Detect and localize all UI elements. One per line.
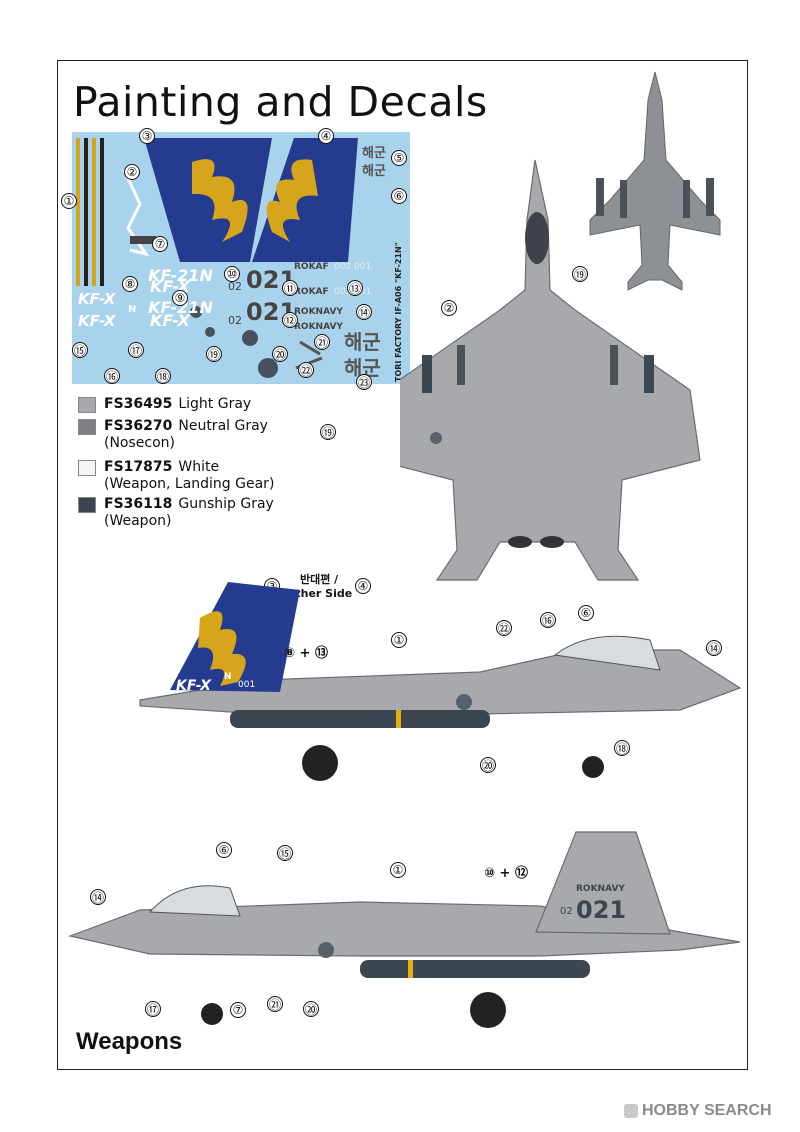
callout-1: ① (61, 193, 77, 209)
callout-15: ⑮ (72, 342, 88, 358)
fin-001-text: 001 (238, 680, 256, 690)
color-swatch (78, 419, 96, 435)
callout-16-side1: ⑯ (540, 612, 556, 628)
callout-21: ㉑ (314, 334, 330, 350)
callout-5: ⑤ (391, 150, 407, 166)
callout-23: ㉓ (356, 374, 372, 390)
small-number-decal-a: 002 001 (334, 262, 372, 272)
callout-6: ⑥ (391, 188, 407, 204)
callout-12: ⑫ (282, 312, 298, 328)
rokaf-decal-b: ROKAF (294, 287, 329, 297)
n-decal-b: N (128, 304, 137, 315)
callout-17: ⑰ (128, 342, 144, 358)
color-swatch (78, 397, 96, 413)
black-stripe (84, 138, 88, 286)
haegun-small-b: 해군 (362, 164, 386, 179)
callout-15-side2: ⑮ (277, 845, 293, 861)
callout-7-side2: ⑦ (230, 1002, 246, 1018)
fin-emblem-left (192, 159, 248, 242)
roundel-decals (190, 306, 278, 378)
callout-11: ⑪ (282, 280, 298, 296)
top-views (400, 71, 721, 581)
small-placard (130, 236, 156, 244)
color-swatch (78, 497, 96, 513)
callout-14-side2: ⑭ (90, 889, 106, 905)
callout-19-top: ⑲ (320, 424, 336, 440)
callout-1-side1: ① (391, 632, 407, 648)
hobby-search-logo-icon (624, 1104, 638, 1118)
haegun-small-a: 해군 (362, 146, 386, 161)
callout-21-side2: ㉑ (267, 996, 283, 1012)
callout-8-plus-13: ⑧ + ⑬ (284, 646, 328, 661)
fin-n-text: N (224, 672, 232, 682)
kf-x-decal-b: KF-X (78, 312, 116, 330)
callout-8: ⑧ (122, 276, 138, 292)
color-swatch (78, 460, 96, 476)
callout-4-side: ④ (355, 578, 371, 594)
callout-3: ③ (139, 128, 155, 144)
kf-x-decal-a: KF-X (78, 290, 116, 308)
callout-16: ⑯ (104, 368, 120, 384)
rokaf-decal-a: ROKAF (294, 262, 329, 272)
roknavy-decal-a: ROKNAVY (294, 307, 343, 317)
callout-10: ⑩ (224, 266, 240, 282)
callout-20-side1: ⑳ (480, 757, 496, 773)
callout-22: ㉒ (298, 362, 314, 378)
tail-number-text: 021 (576, 896, 627, 924)
callout-10-plus-12: ⑩ + ⑫ (484, 866, 528, 881)
small-top-view (589, 71, 721, 291)
decal-sheet: KF-X KF-X (72, 132, 410, 384)
other-side-note: 반대편 / Other Side (286, 573, 353, 600)
roknavy-decal-b: ROKNAVY (294, 322, 343, 332)
kf-x-decal-2: KF-X (150, 311, 191, 330)
callout-18: ⑱ (155, 368, 171, 384)
callout-4: ④ (318, 128, 334, 144)
callout-9: ⑨ (172, 290, 188, 306)
fin-kfx-text: KF-X (176, 678, 211, 694)
callout-14: ⑭ (356, 304, 372, 320)
callout-6-side2: ⑥ (216, 842, 232, 858)
callout-19-small-top: ⑲ (572, 266, 588, 282)
tail-roknavy-text: ROKNAVY (576, 884, 625, 894)
callout-1-side2: ① (390, 862, 406, 878)
callout-20: ⑳ (272, 346, 288, 362)
large-top-view (400, 159, 701, 581)
yellow-stripe (92, 138, 96, 286)
kf-21n-decal-a: KF-21N (148, 266, 213, 285)
prefix-02-b: 02 (228, 314, 242, 327)
haegun-large-a: 해군 (344, 330, 381, 354)
watermark: HOBBY SEARCH (624, 1102, 772, 1120)
callout-17-side2: ⑰ (145, 1001, 161, 1017)
callout-2: ② (124, 164, 140, 180)
black-stripe (100, 138, 104, 286)
callout-6-side1: ⑥ (578, 605, 594, 621)
side-view-right (67, 831, 741, 1028)
callout-19: ⑲ (206, 346, 222, 362)
callout-14-side1: ⑭ (706, 640, 722, 656)
prefix-02-a: 02 (228, 280, 242, 293)
white-emblem (122, 169, 150, 257)
side-view-left (139, 582, 742, 781)
page-title: Painting and Decals (73, 78, 488, 126)
callout-13: ⑬ (347, 280, 363, 296)
tail-prefix-text: 02 (560, 906, 573, 917)
callout-20-side2: ⑳ (303, 1001, 319, 1017)
weapons-heading: Weapons (76, 1028, 183, 1055)
callout-22-side1: ㉒ (496, 620, 512, 636)
yellow-stripe (76, 138, 80, 286)
callout-7: ⑦ (152, 236, 168, 252)
callout-2-top: ② (441, 300, 457, 316)
kf-21n-decal-b: KF-21N (148, 298, 213, 317)
callout-18-side1: ⑱ (614, 740, 630, 756)
fin-emblem-right (266, 159, 318, 242)
